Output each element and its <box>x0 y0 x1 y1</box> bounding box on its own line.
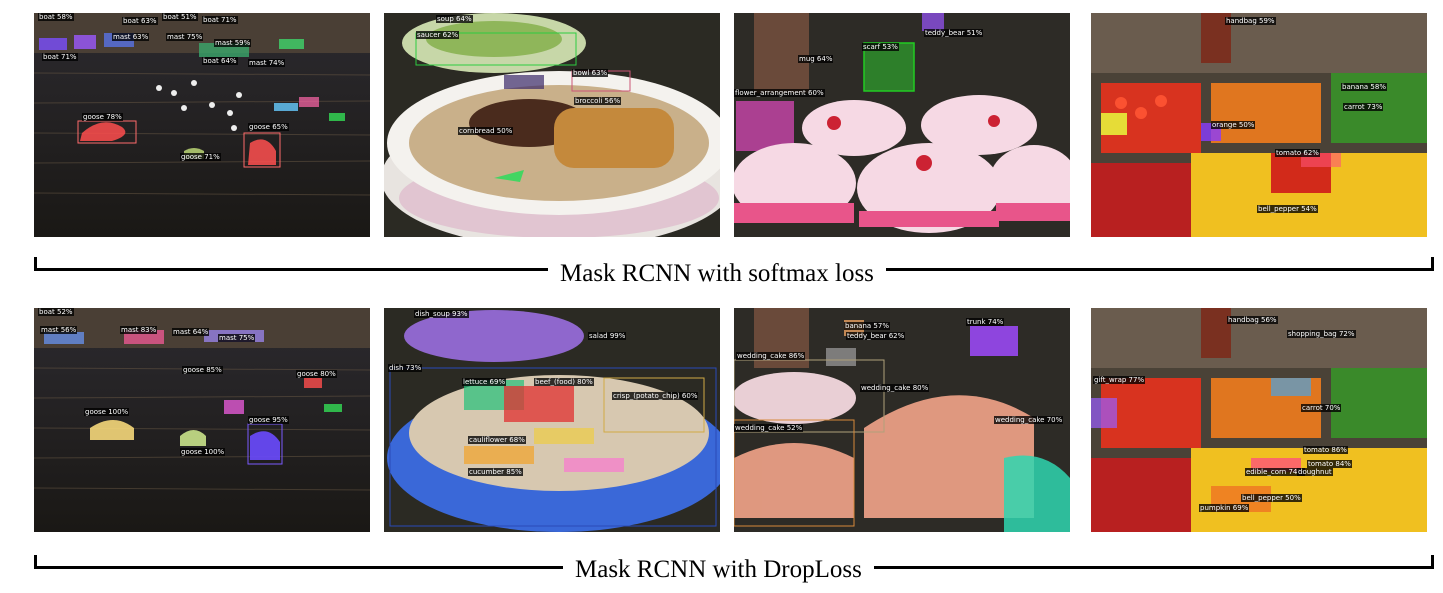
detection-label: broccoli 56% <box>574 97 622 105</box>
food-softmax-panel: soup 64% saucer 62% bowl 63% broccoli 56… <box>384 13 720 237</box>
detection-label: goose 95% <box>248 416 289 424</box>
detection-label: boat 58% <box>38 13 74 21</box>
detection-label: mug 64% <box>798 55 834 63</box>
detection-label: pumpkin 69% <box>1199 504 1250 512</box>
detection-label: wedding_cake 52% <box>734 424 804 432</box>
detection-label: salad 99% <box>588 332 627 340</box>
detection-label: bell_pepper 50% <box>1241 494 1302 502</box>
detection-label: tomato 84% <box>1307 460 1352 468</box>
row1-caption: Mask RCNN with softmax loss <box>548 260 886 288</box>
market-droploss-panel: handbag 56% shopping_bag 72% gift_wrap 7… <box>1091 308 1427 532</box>
detection-label: shopping_bag 72% <box>1287 330 1356 338</box>
detection-label: tomato 62% <box>1275 149 1320 157</box>
detection-label: wedding_cake 70% <box>994 416 1064 424</box>
detection-label: boat 51% <box>162 13 198 21</box>
detection-label: trunk 74% <box>966 318 1005 326</box>
detection-label: gift_wrap 77% <box>1093 376 1146 384</box>
detection-label: mast 64% <box>172 328 210 336</box>
market-softmax-panel: handbag 59% carrot 73% tomato 62% bell_p… <box>1091 13 1427 237</box>
detection-label: scarf 53% <box>862 43 899 51</box>
detection-label: boat 52% <box>38 308 74 316</box>
detection-label: soup 64% <box>436 15 473 23</box>
bracket-left-tick <box>34 257 37 271</box>
detection-label: wedding_cake 86% <box>736 352 806 360</box>
detection-label: lettuce 69% <box>462 378 507 386</box>
detection-label: cauliflower 68% <box>468 436 526 444</box>
bracket-left-tick <box>34 555 37 569</box>
detection-label: mast 56% <box>40 326 78 334</box>
detection-label: saucer 62% <box>416 31 460 39</box>
detection-label: boat 64% <box>202 57 238 65</box>
detection-label: mast 63% <box>112 33 150 41</box>
detection-label: mast 75% <box>218 334 256 342</box>
detection-label: goose 65% <box>248 123 289 131</box>
detection-label: carrot 70% <box>1301 404 1342 412</box>
detection-label: handbag 59% <box>1225 17 1276 25</box>
detection-label: beef_(food) 80% <box>534 378 594 386</box>
detection-label: bowl 63% <box>572 69 609 77</box>
detection-label: orange 50% <box>1211 121 1256 129</box>
detection-label: cucumber 85% <box>468 468 523 476</box>
detection-label: bell_pepper 54% <box>1257 205 1318 213</box>
cakes-droploss-panel: wedding_cake 86% wedding_cake 52% weddin… <box>734 308 1070 532</box>
detection-label: goose 80% <box>296 370 337 378</box>
bracket-right-tick <box>1431 555 1434 569</box>
detection-label: boat 63% <box>122 17 158 25</box>
detection-label: cornbread 50% <box>458 127 514 135</box>
detection-label: crisp_(potato_chip) 60% <box>612 392 699 400</box>
detection-label: mast 59% <box>214 39 252 47</box>
detection-label: doughnut <box>1297 468 1333 476</box>
detection-label: boat 71% <box>42 53 78 61</box>
detection-label: edible_corn 74% <box>1245 468 1305 476</box>
detection-label: flower_arrangement 60% <box>734 89 825 97</box>
detection-label: banana 58% <box>1341 83 1387 91</box>
detection-label: teddy_bear 62% <box>846 332 906 340</box>
detection-label: tomato 86% <box>1303 446 1348 454</box>
detection-label: handbag 56% <box>1227 316 1278 324</box>
detection-label: goose 85% <box>182 366 223 374</box>
detection-label: wedding_cake 80% <box>860 384 930 392</box>
detection-label: banana 57% <box>844 322 890 330</box>
detection-label: dish_soup 93% <box>414 310 469 318</box>
detection-label: goose 71% <box>180 153 221 161</box>
detection-label: goose 78% <box>82 113 123 121</box>
food-droploss-panel: dish 73% dish_soup 93% salad 99% lettuce… <box>384 308 720 532</box>
detection-label: mast 83% <box>120 326 158 334</box>
detection-label: dish 73% <box>388 364 423 372</box>
detection-label: mast 74% <box>248 59 286 67</box>
detection-label: teddy_bear 51% <box>924 29 984 37</box>
detection-label: goose 100% <box>180 448 226 456</box>
swans-softmax-panel: boat 58% boat 63% boat 51% boat 71% mast… <box>34 13 370 237</box>
swans-droploss-panel: boat 52% mast 56% mast 83% mast 64% mast… <box>34 308 370 532</box>
detection-label: boat 71% <box>202 16 238 24</box>
cakes-softmax-panel: scarf 53% flower_arrangement 60% mug 64%… <box>734 13 1070 237</box>
bracket-right-tick <box>1431 257 1434 271</box>
row2-caption: Mask RCNN with DropLoss <box>563 556 874 584</box>
detection-label: goose 100% <box>84 408 130 416</box>
detection-label: carrot 73% <box>1343 103 1384 111</box>
detection-label: mast 75% <box>166 33 204 41</box>
